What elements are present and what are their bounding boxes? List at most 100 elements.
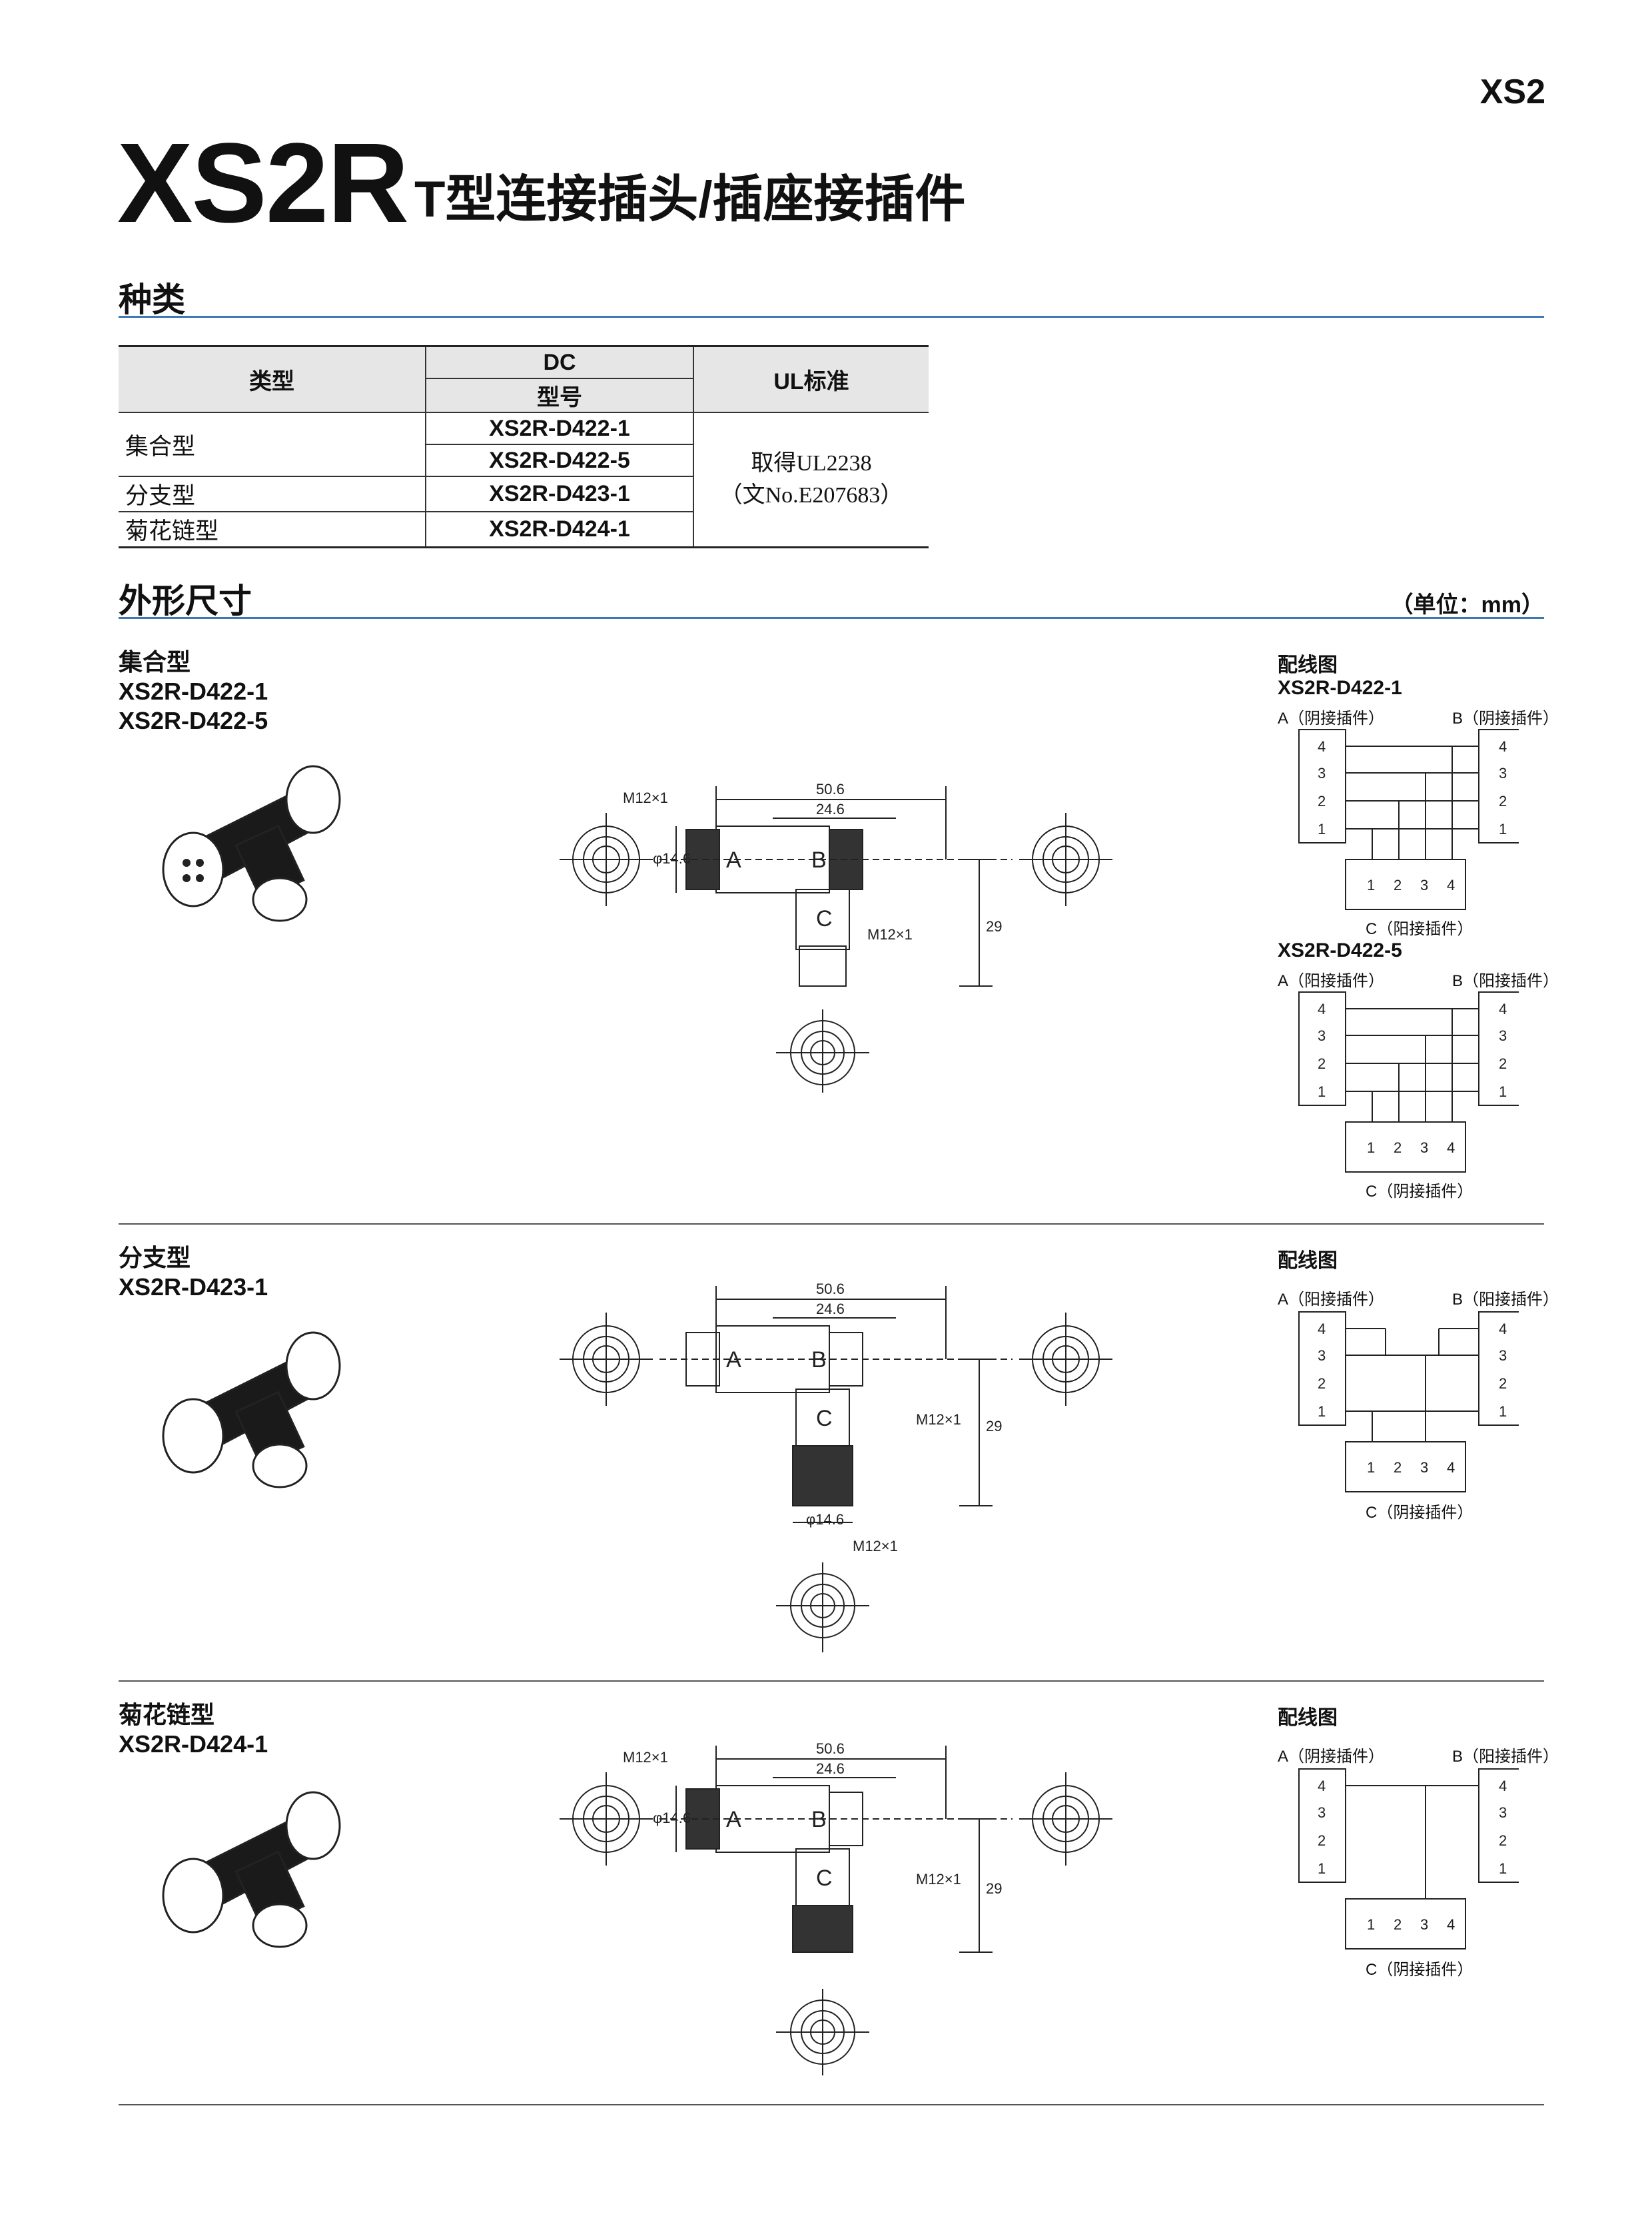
wiring-pin: 4 xyxy=(1499,1778,1507,1794)
dim-height: 29 xyxy=(986,918,1002,935)
wiring-pin: 4 xyxy=(1318,1321,1326,1337)
dim-diameter: φ14.6 xyxy=(806,1511,844,1528)
product-type: 集合型 xyxy=(119,648,191,676)
dim-width-total: 50.6 xyxy=(816,781,845,798)
wiring-pin: 1 xyxy=(1318,1860,1326,1877)
section-heading-dimensions: 外形尺寸 xyxy=(119,582,252,620)
wiring-pin: 3 xyxy=(1420,877,1428,893)
wiring-pin: 2 xyxy=(1499,793,1507,810)
col-model: 型号 xyxy=(425,378,693,413)
product-model: XS2R-D424-1 xyxy=(119,1730,268,1758)
wiring-diagram: 4 3 2 1 4 3 2 1 1 2 3 4 xyxy=(1298,729,1519,910)
wiring-pin: 1 xyxy=(1318,1083,1326,1100)
ul-text-2: （文No.E207683） xyxy=(719,483,903,508)
wiring-pin: 3 xyxy=(1420,1139,1428,1156)
wiring-pin: 2 xyxy=(1318,1055,1326,1072)
wiring-pin: 3 xyxy=(1318,1804,1326,1821)
section-rule xyxy=(119,316,1544,318)
dim-thread-a: M12×1 xyxy=(623,1749,668,1766)
wiring-pin: 1 xyxy=(1318,1403,1326,1420)
wiring-pin: 2 xyxy=(1394,877,1402,893)
port-label-a: A xyxy=(726,847,741,873)
wiring-label-b: B（阳接插件） xyxy=(1452,1291,1559,1309)
types-table: 类型 DC UL标准 型号 集合型 XS2R-D422-1 取得UL2238 （… xyxy=(119,345,929,548)
table-cell-type: 菊花链型 xyxy=(119,512,426,548)
wiring-label-b: B（阴接插件） xyxy=(1452,710,1559,728)
wiring-pin: 3 xyxy=(1499,765,1507,782)
dim-width-inner: 24.6 xyxy=(816,1301,845,1317)
ul-text-1: 取得UL2238 xyxy=(751,451,872,476)
wiring-model: XS2R-D422-1 xyxy=(1278,677,1402,699)
table-cell-type: 集合型 xyxy=(119,412,426,477)
wiring-pin: 2 xyxy=(1318,1375,1326,1392)
wiring-pin: 4 xyxy=(1499,1001,1507,1017)
wiring-pin: 1 xyxy=(1499,1403,1507,1420)
port-label-b: B xyxy=(811,847,827,873)
port-label-b: B xyxy=(811,1347,827,1373)
col-type: 类型 xyxy=(119,345,426,413)
port-label-a: A xyxy=(726,1347,741,1373)
col-dc: DC xyxy=(425,345,693,379)
dim-thread-c: M12×1 xyxy=(867,926,913,943)
dimension-drawing: 50.6 24.6 M12×1 φ14.6 M12×1 29 A B C xyxy=(560,1740,1112,2075)
wiring-diagram: 4 3 2 1 4 3 2 1 1 2 3 4 xyxy=(1298,1768,1519,1950)
wiring-title: 配线图 xyxy=(1278,1250,1338,1272)
wiring-label-a: A（阴接插件） xyxy=(1278,710,1385,728)
wiring-pin: 1 xyxy=(1318,821,1326,837)
wiring-label-c: C（阴接插件） xyxy=(1366,1183,1473,1201)
wiring-pin: 2 xyxy=(1499,1375,1507,1392)
port-label-b: B xyxy=(811,1807,827,1832)
wiring-pin: 3 xyxy=(1499,1347,1507,1364)
wiring-label-a: A（阳接插件） xyxy=(1278,972,1385,990)
wiring-pin: 1 xyxy=(1367,1139,1375,1156)
wiring-pin: 4 xyxy=(1318,1778,1326,1794)
port-label-c: C xyxy=(816,1866,833,1891)
unit-label: （单位：mm） xyxy=(1390,592,1544,618)
wiring-pin: 4 xyxy=(1447,1139,1455,1156)
wiring-label-c: C（阴接插件） xyxy=(1366,1961,1473,1979)
dim-width-inner: 24.6 xyxy=(816,801,845,818)
wiring-label-c: C（阳接插件） xyxy=(1366,920,1473,938)
dim-height: 29 xyxy=(986,1418,1002,1434)
wiring-pin: 3 xyxy=(1318,1347,1326,1364)
dim-width-inner: 24.6 xyxy=(816,1760,845,1777)
wiring-pin: 2 xyxy=(1318,793,1326,810)
wiring-pin: 2 xyxy=(1394,1139,1402,1156)
table-cell-model: XS2R-D422-1 xyxy=(425,412,693,445)
divider xyxy=(119,1680,1544,1682)
wiring-label-b: B（阳接插件） xyxy=(1452,972,1559,990)
dimension-drawing: 50.6 24.6 M12×1 φ14.6 M12×1 29 A B C xyxy=(560,781,1112,1093)
dim-diameter: φ14.6 xyxy=(653,1810,691,1826)
wiring-pin: 3 xyxy=(1420,1916,1428,1933)
product-model: XS2R-D422-1 xyxy=(119,678,268,705)
page-title-model: XS2R xyxy=(117,120,409,247)
wiring-pin: 1 xyxy=(1367,1459,1375,1476)
product-type: 分支型 xyxy=(119,1244,191,1271)
wiring-title: 配线图 xyxy=(1278,1707,1338,1729)
product-photo-illustration xyxy=(162,1331,341,1488)
wiring-pin: 1 xyxy=(1367,1916,1375,1933)
wiring-pin: 2 xyxy=(1394,1916,1402,1933)
section-heading-types: 种类 xyxy=(119,281,185,318)
wiring-pin: 2 xyxy=(1394,1459,1402,1476)
dimension-drawing: 50.6 24.6 M12×1 29 φ14.6 M12×1 A B C xyxy=(560,1281,1112,1652)
wiring-label-a: A（阳接插件） xyxy=(1278,1291,1385,1309)
product-type: 菊花链型 xyxy=(119,1701,215,1728)
wiring-pin: 2 xyxy=(1318,1832,1326,1849)
wiring-pin: 3 xyxy=(1499,1027,1507,1044)
wiring-pin: 2 xyxy=(1499,1832,1507,1849)
product-model: XS2R-D422-5 xyxy=(119,707,268,734)
dim-diameter: φ14.6 xyxy=(653,850,691,867)
wiring-diagram: 4 3 2 1 4 3 2 1 1 2 3 4 xyxy=(1298,991,1519,1173)
product-photo-illustration xyxy=(162,765,341,922)
product-model: XS2R-D423-1 xyxy=(119,1273,268,1301)
section-rule xyxy=(119,617,1544,619)
port-label-c: C xyxy=(816,906,833,931)
wiring-title: 配线图 xyxy=(1278,654,1338,676)
wiring-label-b: B（阳接插件） xyxy=(1452,1748,1559,1766)
table-cell-type: 分支型 xyxy=(119,476,426,512)
wiring-pin: 3 xyxy=(1499,1804,1507,1821)
wiring-pin: 4 xyxy=(1499,1321,1507,1337)
wiring-heading: 配线图 XS2R-D422-1 xyxy=(1278,654,1402,700)
col-ul: UL标准 xyxy=(693,345,929,413)
